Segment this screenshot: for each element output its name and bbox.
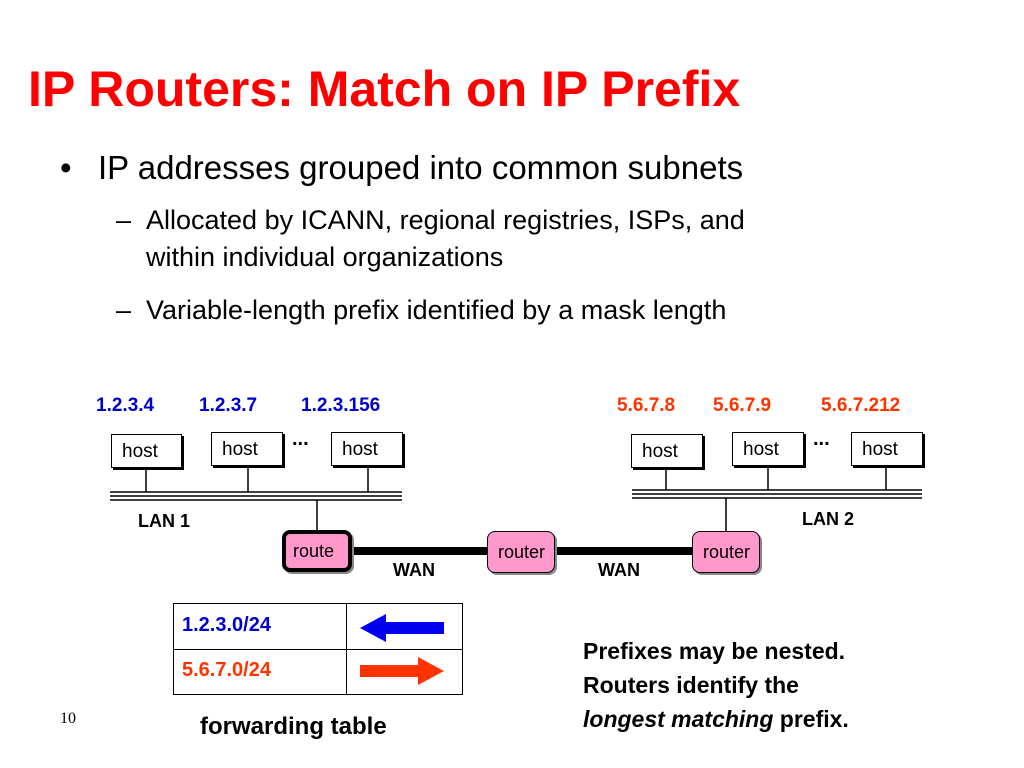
slide-title: IP Routers: Match on IP Prefix (28, 61, 741, 117)
lan1-address: 1.2.3.7 (199, 395, 258, 416)
forwarding-table-row: 1.2.3.0/24 (174, 604, 462, 650)
router-selected: route (282, 530, 352, 572)
main-bullet-text: IP addresses grouped into common subnets (98, 149, 744, 186)
lan2-address: 5.6.7.8 (617, 395, 676, 416)
lan2-label: LAN 2 (802, 509, 855, 529)
lan1-host: host (331, 432, 403, 466)
router: router (692, 531, 760, 573)
sub-bullet-1: – Allocated by ICANN, regional registrie… (116, 202, 936, 282)
sub-bullet-2-text: Variable-length prefix identified by a m… (146, 295, 727, 325)
nesting-note: Prefixes may be nested. Routers identify… (583, 635, 849, 736)
main-bullet: • IP addresses grouped into common subnet… (60, 148, 743, 188)
note-emphasis: longest matching (583, 705, 774, 732)
bullet-marker: • (60, 149, 72, 186)
left-arrow-icon (360, 614, 444, 642)
sub-bullet-marker: – (116, 295, 132, 325)
sub-bullet-1-line-1: Allocated by ICANN, regional registries,… (146, 205, 745, 235)
slide-number: 10 (60, 710, 76, 727)
lan2-address: 5.6.7.212 (821, 395, 901, 416)
note-line-2: Routers identify the (583, 671, 799, 698)
lan1-address: 1.2.3.4 (96, 395, 155, 416)
forwarding-table-row: 5.6.7.0/24 (174, 649, 462, 694)
lan2-host: host (631, 434, 703, 468)
forwarding-table-prefix: 1.2.3.0/24 (182, 614, 271, 636)
sub-bullet-1-line-2: within individual organizations (146, 242, 504, 272)
lan1-host: host (111, 434, 182, 468)
lan2-address: 5.6.7.9 (713, 395, 772, 416)
forwarding-table: 1.2.3.0/24 5.6.7.0/24 (173, 603, 463, 695)
note-line-3: longest matching prefix. (583, 703, 849, 737)
lan2-host: host (851, 432, 923, 466)
router: router (487, 531, 555, 573)
lan1-host: host (211, 432, 283, 466)
right-arrow-icon (360, 657, 444, 685)
sub-bullet-2: – Variable-length prefix identified by a… (116, 292, 936, 332)
lan2-host: host (732, 432, 804, 466)
forwarding-table-divider (346, 604, 347, 694)
lan1-ellipsis: ... (292, 428, 309, 450)
lan1-label: LAN 1 (138, 511, 191, 531)
sub-bullet-marker: – (116, 205, 132, 235)
wan-label: WAN (598, 560, 640, 580)
lan2-ellipsis: ... (813, 428, 830, 450)
note-line-3-rest: prefix. (773, 705, 849, 732)
wan-label: WAN (393, 560, 435, 580)
lan1-address: 1.2.3.156 (301, 395, 381, 416)
forwarding-table-prefix: 5.6.7.0/24 (182, 659, 271, 681)
note-line-1: Prefixes may be nested. (583, 638, 846, 664)
forwarding-table-caption: forwarding table (200, 713, 387, 740)
